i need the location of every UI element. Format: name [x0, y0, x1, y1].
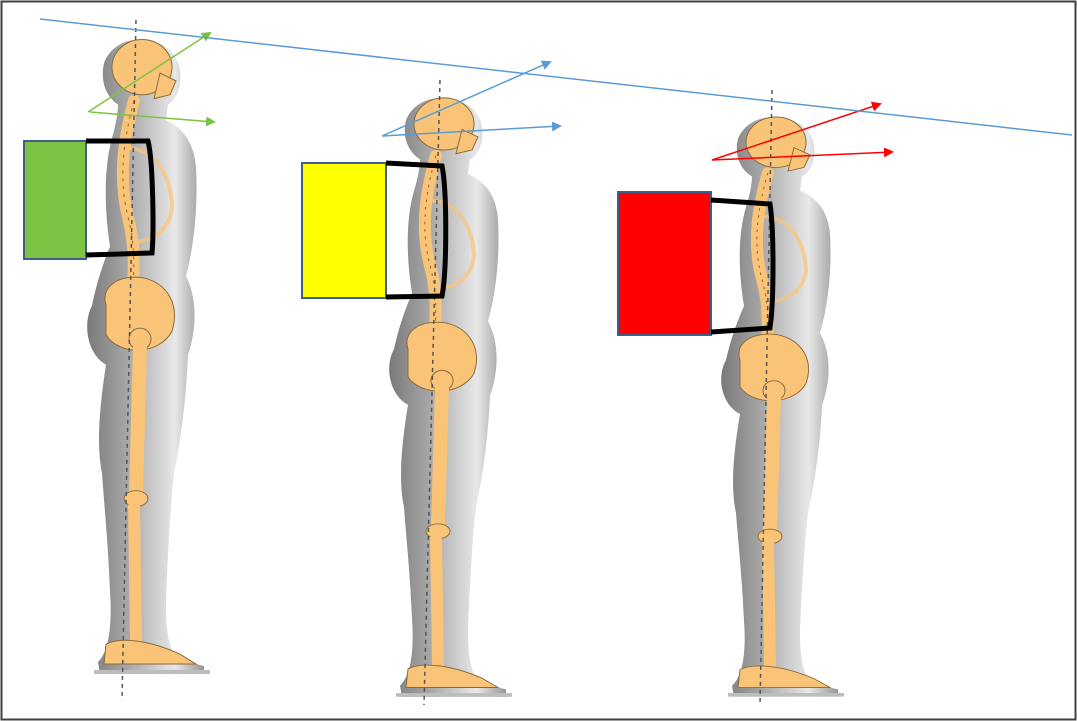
- box-yellow: [302, 163, 386, 298]
- reference-line: [40, 19, 1072, 135]
- box-red: [618, 192, 711, 335]
- figure-2: [389, 98, 512, 697]
- figure-1: [87, 40, 210, 674]
- box-green: [24, 141, 86, 259]
